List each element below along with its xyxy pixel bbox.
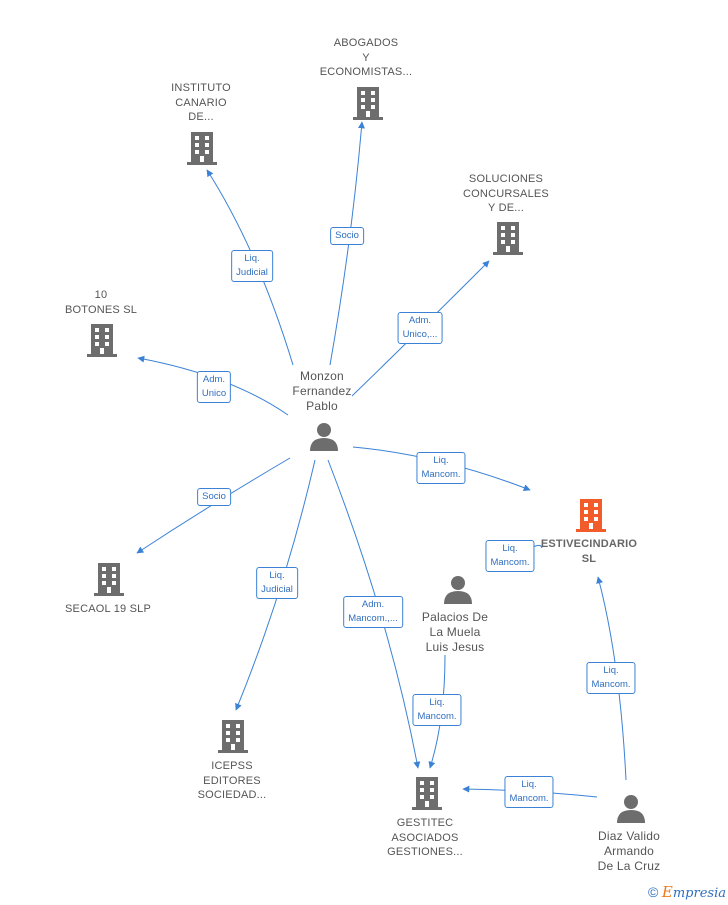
edge-label-monzon-instituto: Liq. Judicial: [231, 250, 273, 282]
building-icon[interactable]: [352, 86, 384, 120]
edge-label-monzon-botones: Adm. Unico: [196, 371, 232, 403]
person-icon[interactable]: [309, 421, 339, 451]
node-label-abogados[interactable]: ABOGADOS Y ECONOMISTAS...: [319, 37, 413, 78]
edge-label-monzon-icepss: Liq. Judicial: [256, 567, 298, 599]
node-label-instituto[interactable]: INSTITUTO CANARIO DE...: [171, 82, 231, 123]
edge-label-monzon-estivecindario: Liq. Mancom.: [416, 452, 466, 484]
brand-logo-initial: E: [661, 883, 673, 901]
node-label-secaol[interactable]: SECAOL 19 SLP: [65, 603, 151, 615]
building-icon[interactable]: [93, 562, 125, 596]
node-label-diaz[interactable]: Diaz Valido Armando De La Cruz: [597, 829, 661, 873]
node-label-monzon[interactable]: Monzon Fernandez Pablo: [292, 369, 352, 413]
person-icon[interactable]: [443, 574, 473, 604]
brand-logo-text: mpresia: [672, 886, 726, 901]
building-icon[interactable]: [492, 221, 524, 255]
edge-label-monzon-soluciones: Adm. Unico,...: [397, 312, 443, 344]
node-label-icepss[interactable]: ICEPSS EDITORES SOCIEDAD...: [197, 760, 267, 801]
building-icon[interactable]: [411, 776, 443, 810]
edge-label-diaz-gestitec: Liq. Mancom.: [504, 776, 554, 808]
building-icon[interactable]: [186, 131, 218, 165]
edge-label-monzon-abogados: Socio: [330, 227, 364, 245]
edge-label-monzon-secaol: Socio: [197, 488, 231, 506]
building-icon-highlighted[interactable]: [575, 498, 607, 532]
building-icon[interactable]: [86, 323, 118, 357]
person-icon[interactable]: [616, 793, 646, 823]
brand-footer[interactable]: © Empresia: [648, 883, 726, 901]
node-label-soluciones[interactable]: SOLUCIONES CONCURSALES Y DE...: [463, 173, 549, 214]
edge-label-palacios-estivecindario: Liq. Mancom.: [485, 540, 535, 572]
edge-label-monzon-gestitec: Adm. Mancom.,...: [343, 596, 403, 628]
node-label-palacios[interactable]: Palacios De La Muela Luis Jesus: [421, 610, 489, 654]
copyright-icon: ©: [647, 884, 659, 900]
node-label-estivecindario[interactable]: ESTIVECINDARIO SL: [540, 538, 638, 565]
building-icon[interactable]: [217, 719, 249, 753]
node-label-gestitec[interactable]: GESTITEC ASOCIADOS GESTIONES...: [387, 817, 463, 858]
edge-label-diaz-estivecindario: Liq. Mancom.: [586, 662, 636, 694]
node-label-botones[interactable]: 10 BOTONES SL: [64, 289, 138, 316]
edge-label-palacios-gestitec: Liq. Mancom.: [412, 694, 462, 726]
